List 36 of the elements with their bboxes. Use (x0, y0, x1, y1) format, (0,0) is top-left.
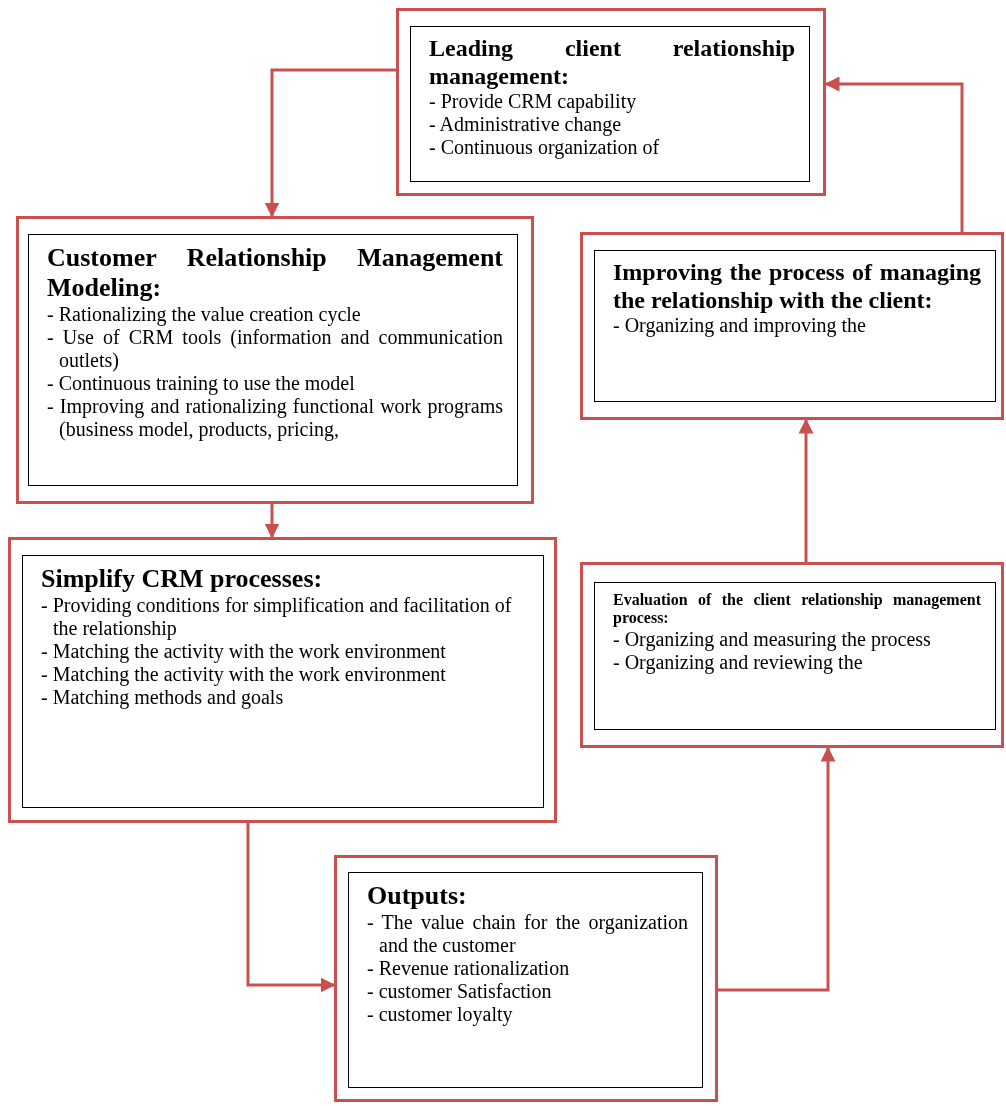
arrow (824, 76, 964, 232)
bullet-item: - Continuous training to use the model (47, 371, 356, 395)
box-heading: Evaluation of the client relationship management process: (613, 591, 981, 628)
process-box (580, 562, 1004, 748)
bullet-item: - Matching methods and goals (41, 685, 285, 709)
bullet-item: - The value chain for the organization and the customer (367, 910, 688, 957)
process-box (8, 537, 557, 823)
bullet-item: - customer loyalty (367, 1002, 514, 1026)
process-box (396, 8, 826, 196)
bullet-item: - Organizing and improving the (613, 314, 867, 338)
box-heading: Simplify CRM processes: (41, 564, 324, 594)
arrow (246, 823, 336, 993)
bullet-item: - customer Satisfaction (367, 979, 553, 1003)
bullet-item: - Revenue rationalization (367, 956, 571, 980)
process-box (334, 855, 718, 1102)
box-heading: Customer Relationship Management Modeling: (47, 243, 503, 303)
bullet-item: - Continuous organization of (429, 136, 661, 160)
bullet-item: - Provide CRM capability (429, 90, 638, 114)
box-heading: Improving the process of managing the relationship with the client: (613, 259, 981, 315)
bullet-item: - Matching the activity with the work environment (41, 639, 447, 663)
arrow (798, 418, 814, 562)
bullet-item: - Use of CRM tools (information and communication outlets) (47, 325, 503, 372)
box-heading: Outputs: (367, 881, 468, 911)
bullet-item: - Organizing and reviewing the (613, 650, 864, 674)
arrow (718, 746, 836, 992)
bullet-item: - Organizing and measuring the process (613, 627, 932, 651)
arrow (264, 504, 280, 539)
bullet-item: - Improving and rationalizing functional work programs (business model, products, pricing, (47, 394, 503, 441)
bullet-item: - Rationalizing the value creation cycle (47, 302, 362, 326)
process-box (16, 216, 534, 504)
bullet-item: - Matching the activity with the work environment (41, 662, 447, 686)
bullet-item: - Administrative change (429, 113, 623, 137)
box-heading: Leading client relationship management: (429, 35, 795, 91)
arrow (264, 68, 396, 218)
bullet-item: - Providing conditions for simplification and facilitation of the relationship (41, 593, 513, 640)
process-box (580, 232, 1004, 420)
